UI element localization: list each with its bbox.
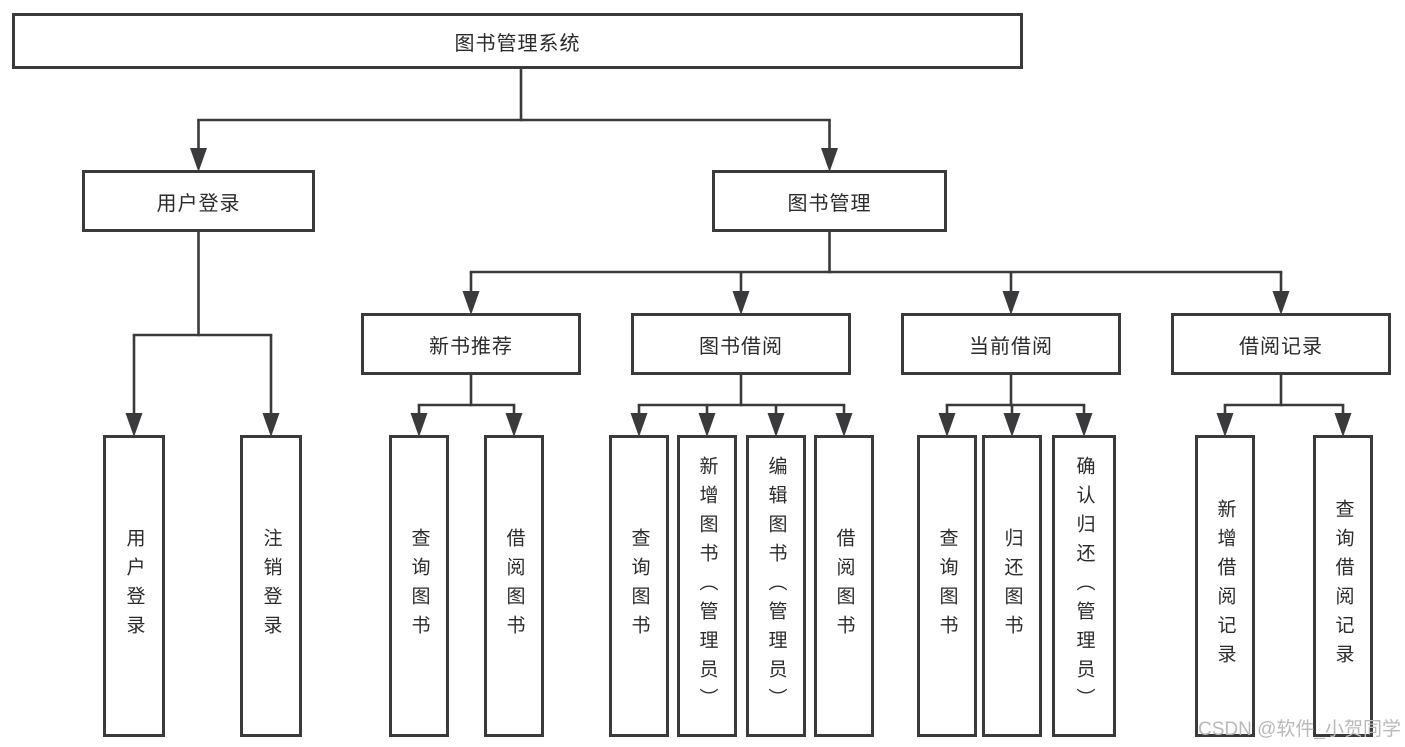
- node-leaf-add-books-admin: 新增图书（管理员）: [677, 435, 737, 737]
- node-label-borrowing-records: 借阅记录: [1239, 335, 1323, 358]
- node-label-leaf-query-books-1: 查询图书: [408, 528, 430, 644]
- node-label-leaf-confirm-return-admin: 确认归还（管理员）: [1073, 455, 1095, 717]
- node-leaf-borrow-books-1: 借阅图书: [484, 435, 544, 737]
- node-book-borrowing: 图书借阅: [631, 313, 851, 375]
- node-label-new-book-recommend: 新书推荐: [429, 335, 513, 358]
- node-label-leaf-logout: 注销登录: [260, 528, 282, 644]
- node-leaf-return-books: 归还图书: [982, 435, 1042, 737]
- node-leaf-confirm-return-admin: 确认归还（管理员）: [1052, 435, 1116, 737]
- node-leaf-logout: 注销登录: [240, 435, 302, 737]
- node-leaf-query-books-2: 查询图书: [609, 435, 669, 737]
- node-label-leaf-borrow-books-2: 借阅图书: [833, 528, 855, 644]
- node-label-leaf-add-borrow-record: 新增借阅记录: [1214, 499, 1236, 673]
- node-label-leaf-query-borrow-record: 查询借阅记录: [1332, 499, 1354, 673]
- node-leaf-add-borrow-record: 新增借阅记录: [1195, 435, 1255, 737]
- node-current-borrowing: 当前借阅: [901, 313, 1121, 375]
- node-leaf-borrow-books-2: 借阅图书: [814, 435, 874, 737]
- node-label-leaf-query-books-3: 查询图书: [936, 528, 958, 644]
- node-label-current-borrowing: 当前借阅: [969, 335, 1053, 358]
- node-user-login: 用户登录: [82, 170, 315, 232]
- node-label-leaf-user-login: 用户登录: [123, 528, 145, 644]
- node-leaf-user-login: 用户登录: [103, 435, 165, 737]
- csdn-watermark: CSDN @软件_小贺同学: [1198, 719, 1401, 740]
- node-book-management: 图书管理: [712, 170, 947, 232]
- node-label-leaf-edit-books-admin: 编辑图书（管理员）: [765, 455, 787, 717]
- node-label-leaf-add-books-admin: 新增图书（管理员）: [696, 455, 718, 717]
- node-leaf-query-borrow-record: 查询借阅记录: [1313, 435, 1373, 737]
- node-label-leaf-query-books-2: 查询图书: [628, 528, 650, 644]
- node-system-root: 图书管理系统: [12, 13, 1023, 69]
- node-leaf-query-books-3: 查询图书: [917, 435, 977, 737]
- node-leaf-query-books-1: 查询图书: [389, 435, 449, 737]
- node-label-book-borrowing: 图书借阅: [699, 335, 783, 358]
- node-label-user-login: 用户登录: [156, 192, 241, 215]
- node-label-leaf-borrow-books-1: 借阅图书: [503, 528, 525, 644]
- node-leaf-edit-books-admin: 编辑图书（管理员）: [746, 435, 806, 737]
- node-label-system-root: 图书管理系统: [454, 32, 581, 55]
- node-new-book-recommend: 新书推荐: [361, 313, 581, 375]
- node-label-book-management: 图书管理: [787, 192, 872, 215]
- node-borrowing-records: 借阅记录: [1171, 313, 1391, 375]
- node-label-leaf-return-books: 归还图书: [1001, 528, 1023, 644]
